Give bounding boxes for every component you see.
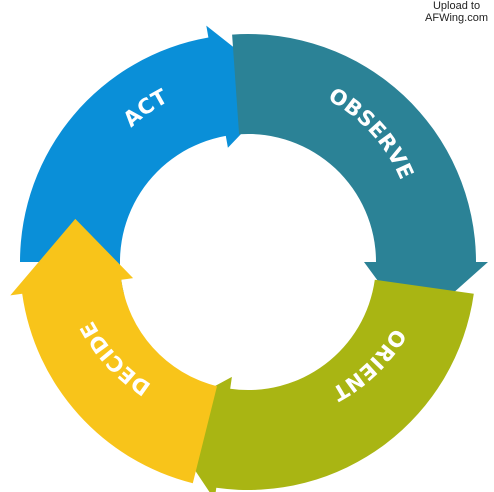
orient-arrow: [159, 279, 474, 492]
act-arrow: [20, 25, 285, 293]
decide-arrow: [10, 218, 217, 484]
watermark-line-1: Upload to: [432, 0, 481, 12]
watermark: Upload to AFWing.com: [425, 0, 488, 24]
watermark-line-2: AFWing.com: [425, 12, 488, 24]
observe-arrow: [232, 34, 488, 329]
